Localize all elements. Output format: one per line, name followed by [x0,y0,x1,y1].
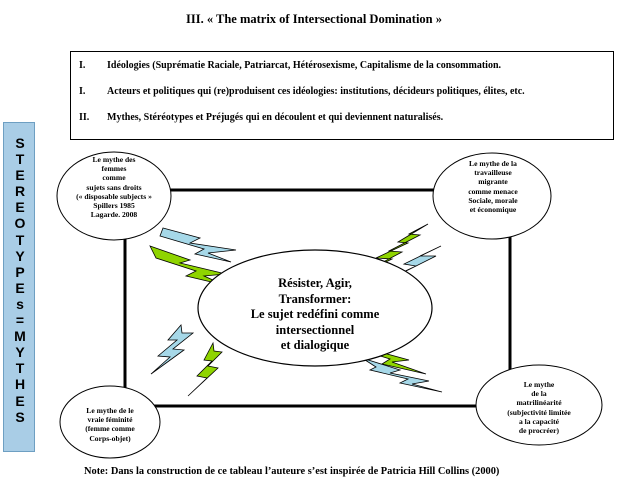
sidebar-letter: R [14,183,26,200]
oval-text-line: comme [102,173,126,183]
oval-text-line: Lagarde. 2008 [90,210,138,220]
sidebar-letter: T [15,360,25,377]
center-text-line: et dialogique [280,338,350,352]
oval-text-line: de procréer) [518,426,560,436]
lightning-bolt-icon [150,324,195,375]
sidebar-letter: P [15,263,25,280]
row-text: Mythes, Stéréotypes et Préjugés qui en d… [107,112,444,123]
oval-text-line: femmes [101,164,127,174]
oval-text-line: (femme comme [85,424,135,434]
row-number: I. [79,86,86,97]
lightning-bolt-icon [361,357,443,393]
oval-text-line: Sociale, morale [468,195,518,205]
sidebar-letter: H [14,376,26,393]
oval-top-right [432,152,552,240]
center-text-line: Le sujet redéfini comme [250,307,380,321]
ideologies-row-3: II. Mythes, Stéréotypes et Préjugés qui e… [79,112,443,123]
center-text: Résister, Agir, Transformer: Le sujet re… [210,276,420,354]
center-text-line: Résister, Agir, [278,276,352,290]
oval-text-line: Corps-objet) [89,433,131,443]
sidebar-letter: Y [15,247,25,264]
oval-text-line: migrante [478,177,508,187]
oval-text-line: (subjectivité limitée [507,407,571,417]
center-text-line: intersectionnel [275,322,355,337]
oval-text-line: Le mythe [523,380,555,389]
oval-text-line: Le mythe de la [469,159,517,168]
oval-text-line: a la capacité [518,416,560,426]
row-text: Idéologies (Suprématie Raciale, Patriarc… [107,60,502,71]
sidebar-letter: E [15,392,25,409]
sidebar-letter: S [15,408,25,425]
oval-text-line: de la [531,389,547,399]
row-number: I. [79,60,86,71]
oval-text-line: sujets sans droits [86,182,142,192]
oval-text-line: matrilinéarité [516,398,562,408]
row-number: II. [79,112,90,123]
sidebar-letter: E [15,167,25,184]
ideologies-row-2: I. Acteurs et politiques qui (re)produise… [79,86,525,97]
sidebar-letter: Y [15,344,25,361]
sidebar-letter: T [15,231,25,248]
sidebar-letter: E [15,199,25,216]
oval-text-line: Spillers 1985 [93,201,135,211]
ideologies-box: I. Idéologies (Suprématie Raciale, Patria… [70,51,614,140]
oval-text-line: comme menace [468,186,518,196]
sidebar-letter: E [15,279,25,296]
sidebar-letter: = [15,312,25,329]
oval-text-line: Le mythe des [92,155,136,164]
sidebar-letter: s [16,295,24,312]
oval-top-left [56,151,172,241]
oval-text-line: Le mythe de le [86,406,134,415]
oval-text-line: travailleuse [474,168,512,178]
oval-text-line: (« disposable subjects » [76,191,152,201]
center-text-line: Transformer: [278,291,352,306]
oval-text-line: vraie féminité [87,415,133,425]
oval-top-right-text: Le mythe de la travailleuse migrante com… [437,159,549,214]
matrix-frame [123,188,512,408]
oval-bottom-left [59,385,161,459]
oval-bottom-right-text: Le mythe de la matrilinéarité (subjectiv… [482,380,596,435]
row-text: Acteurs et politiques qui (re)produisent… [107,86,525,97]
oval-top-left-text: Le mythe des femmes comme sujets sans dr… [58,155,170,219]
stereotypes-sidebar: S T E R E O T Y P E s = M Y T H E S [3,122,35,452]
sidebar-letter: S [15,135,25,151]
sidebar-letter: T [15,151,25,168]
center-oval [197,249,433,367]
lightning-bolt-icon [159,227,237,263]
oval-bottom-right [475,364,603,446]
sidebar-letters: S T E R E O T Y P E s = M Y T H E S [4,135,36,425]
ideologies-row-1: I. Idéologies (Suprématie Raciale, Patria… [79,60,501,71]
diagram-title: III. « The matrix of Intersectional Domi… [185,12,442,26]
sidebar-letter: O [14,215,26,232]
source-note: Note: Dans la construction de ce tableau… [84,466,500,477]
oval-bottom-left-text: Le mythe de le vraie féminité (femme com… [62,406,158,443]
oval-text-line: et économique [469,205,517,215]
sidebar-letter: M [14,328,26,345]
lightning-bolt-icon [187,341,223,397]
